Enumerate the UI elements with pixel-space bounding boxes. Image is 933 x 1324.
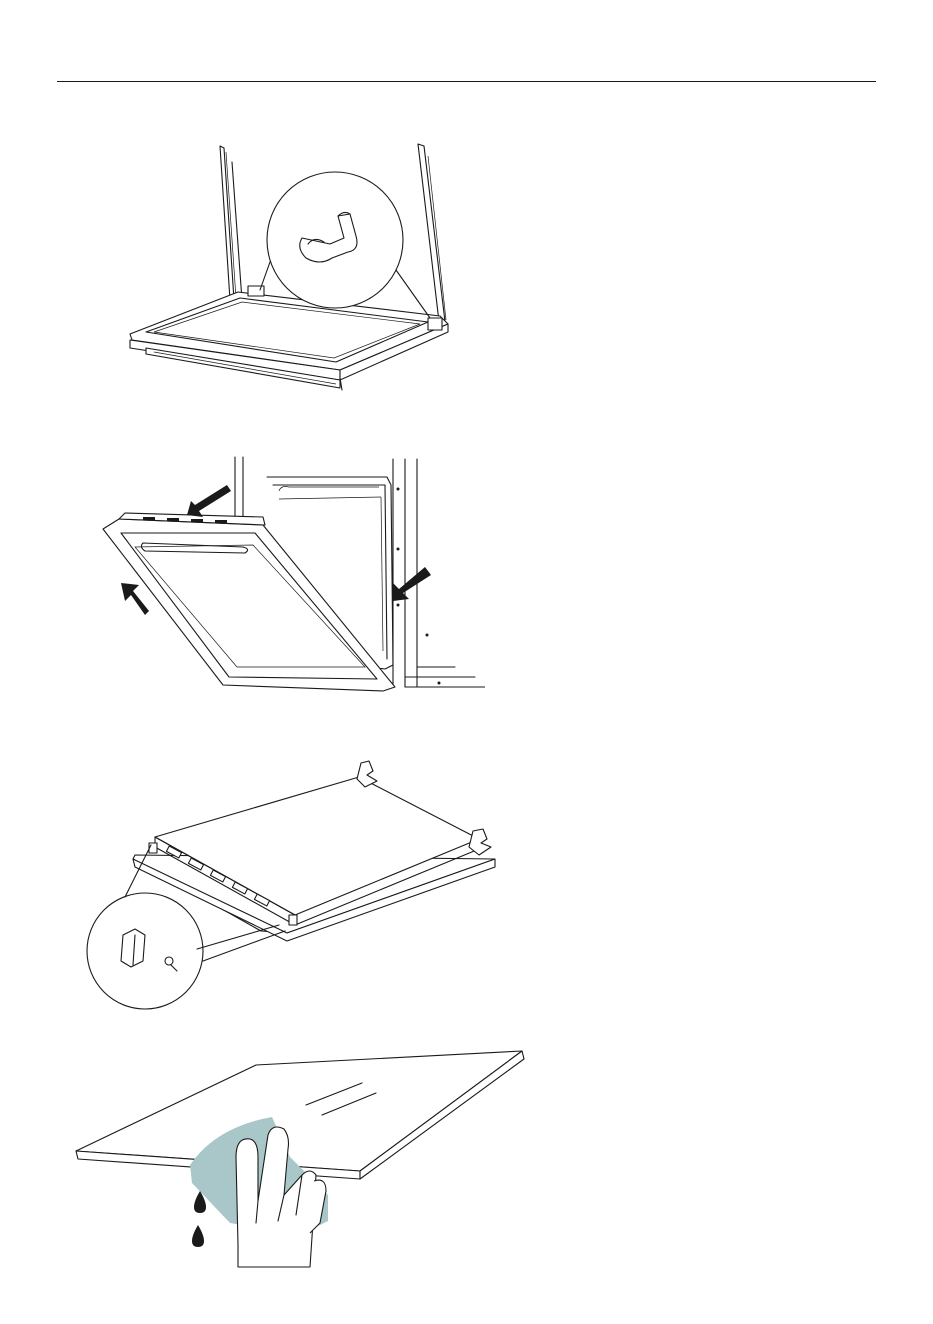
glass-panel-cleaning-icon [70,1045,530,1270]
figure-door-hinge [110,140,470,395]
door-panel-top-trim-icon [85,755,515,1020]
door-removal-arrows-icon [95,455,485,700]
figure-door-panel [85,755,515,1020]
figure-door-removal [95,455,485,700]
figure-glass-cleaning [70,1045,530,1270]
header-rule [57,81,876,82]
door-hinge-lock-icon [110,140,470,395]
